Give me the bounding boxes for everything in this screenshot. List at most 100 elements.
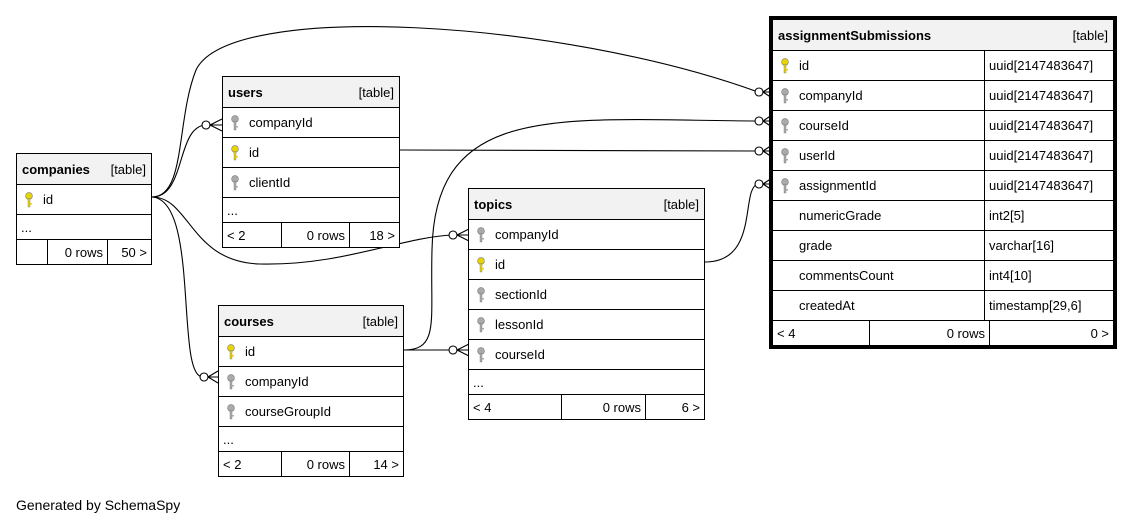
primary-key-icon — [223, 144, 247, 161]
table-footer: < 4 0 rows 0 > — [773, 321, 1113, 345]
column-row-lessonId[interactable]: lessonId — [469, 310, 704, 340]
column-row-id[interactable]: id uuid[2147483647] — [773, 51, 1113, 81]
column-name: courseId — [799, 118, 849, 133]
column-type: uuid[2147483647] — [984, 51, 1113, 80]
column-name: courseId — [495, 347, 545, 362]
primary-key-icon — [773, 57, 797, 74]
column-row-id[interactable]: id — [17, 185, 151, 215]
more-columns: ... — [469, 370, 704, 395]
column-type: int2[5] — [984, 201, 1113, 230]
column-row-courseId[interactable]: courseId — [469, 340, 704, 370]
table-courses[interactable]: courses [table] id companyId courseGroupId… — [218, 305, 404, 477]
footer-prev: < 2 — [227, 227, 246, 243]
table-topics[interactable]: topics [table] companyId id sectionId lesso… — [468, 188, 705, 420]
link-companies-to-topics — [151, 196, 452, 265]
column-type: uuid[2147483647] — [984, 171, 1113, 200]
table-footer: < 2 0 rows 14 > — [219, 452, 403, 476]
table-header: companies [table] — [17, 154, 151, 185]
table-kind: [table] — [663, 196, 699, 212]
column-row-id[interactable]: id — [223, 138, 399, 168]
column-name: lessonId — [495, 317, 544, 332]
column-row-clientId[interactable]: clientId — [223, 168, 399, 198]
column-type: uuid[2147483647] — [984, 141, 1113, 170]
column-name: sectionId — [495, 287, 548, 302]
column-name: assignmentId — [799, 178, 877, 193]
column-row-companyId[interactable]: companyId — [469, 220, 704, 250]
column-list: id — [17, 185, 151, 215]
foreign-key-icon — [469, 346, 493, 363]
table-kind: [table] — [1072, 27, 1108, 43]
column-row-courseGroupId[interactable]: courseGroupId — [219, 397, 403, 427]
link-topics-to-assignmentSubmissions — [704, 183, 759, 263]
foreign-key-icon — [773, 87, 797, 104]
link-courses-to-assignmentSubmissions — [403, 119, 759, 351]
footer-rows: 0 rows — [869, 321, 989, 345]
table-footer: < 2 0 rows 18 > — [223, 223, 399, 247]
column-row-companyId[interactable]: companyId — [223, 108, 399, 138]
table-header: courses [table] — [219, 306, 403, 337]
generated-by-caption: Generated by SchemaSpy — [16, 497, 181, 513]
footer-rows: 0 rows — [561, 395, 645, 419]
table-header: users [table] — [223, 77, 399, 108]
column-name: companyId — [245, 374, 309, 389]
table-name: companies — [22, 161, 90, 177]
footer-rows: 0 rows — [281, 223, 349, 247]
footer-rows: 0 rows — [47, 240, 107, 264]
link-companies-to-users — [151, 124, 206, 198]
column-row-sectionId[interactable]: sectionId — [469, 280, 704, 310]
column-name: id — [249, 145, 260, 160]
foreign-key-icon — [223, 114, 247, 131]
column-list: companyId id clientId — [223, 108, 399, 198]
footer-next: 50 > — [107, 240, 151, 264]
table-name: topics — [474, 196, 513, 212]
primary-key-icon — [469, 256, 493, 273]
column-name: id — [799, 58, 810, 73]
foreign-key-icon — [469, 286, 493, 303]
column-row-assignmentId[interactable]: assignmentId uuid[2147483647] — [773, 171, 1113, 201]
footer-prev: < 2 — [223, 456, 242, 472]
footer-next: 14 > — [349, 452, 403, 476]
column-list: companyId id sectionId lessonId courseId — [469, 220, 704, 370]
column-row-id[interactable]: id — [469, 250, 704, 280]
foreign-key-icon — [773, 147, 797, 164]
column-row-id[interactable]: id — [219, 337, 403, 367]
column-name: companyId — [495, 227, 559, 242]
table-assignmentSubmissions[interactable]: assignmentSubmissions [table] id uuid[214… — [769, 16, 1117, 349]
footer-rows: 0 rows — [281, 452, 349, 476]
column-name: commentsCount — [799, 268, 894, 283]
footer-prev: < 4 — [473, 399, 492, 415]
foreign-key-icon — [469, 226, 493, 243]
table-name: assignmentSubmissions — [778, 27, 932, 43]
table-kind: [table] — [110, 161, 146, 177]
footer-next: 0 > — [989, 321, 1113, 345]
foreign-key-icon — [773, 117, 797, 134]
foreign-key-icon — [469, 316, 493, 333]
table-companies[interactable]: companies [table] id ... 0 rows 50 > — [16, 153, 152, 265]
primary-key-icon — [219, 343, 243, 360]
table-name: users — [228, 84, 263, 100]
column-name: companyId — [799, 88, 863, 103]
column-name: companyId — [249, 115, 313, 130]
link-users-to-assignmentSubmissions — [399, 149, 759, 152]
column-row-companyId[interactable]: companyId — [219, 367, 403, 397]
footer-prev: < 4 — [777, 325, 796, 341]
table-name: courses — [224, 313, 274, 329]
table-footer: < 4 0 rows 6 > — [469, 395, 704, 419]
table-header: topics [table] — [469, 189, 704, 220]
table-kind: [table] — [362, 313, 398, 329]
column-name: id — [43, 192, 54, 207]
table-header: assignmentSubmissions [table] — [773, 20, 1113, 51]
table-footer: 0 rows 50 > — [17, 240, 151, 264]
column-row-numericGrade[interactable]: numericGrade int2[5] — [773, 201, 1113, 231]
column-name: numericGrade — [799, 208, 882, 223]
column-name: id — [245, 344, 256, 359]
more-columns: ... — [17, 215, 151, 240]
link-companies-to-assignmentSubmissions — [151, 26, 759, 198]
